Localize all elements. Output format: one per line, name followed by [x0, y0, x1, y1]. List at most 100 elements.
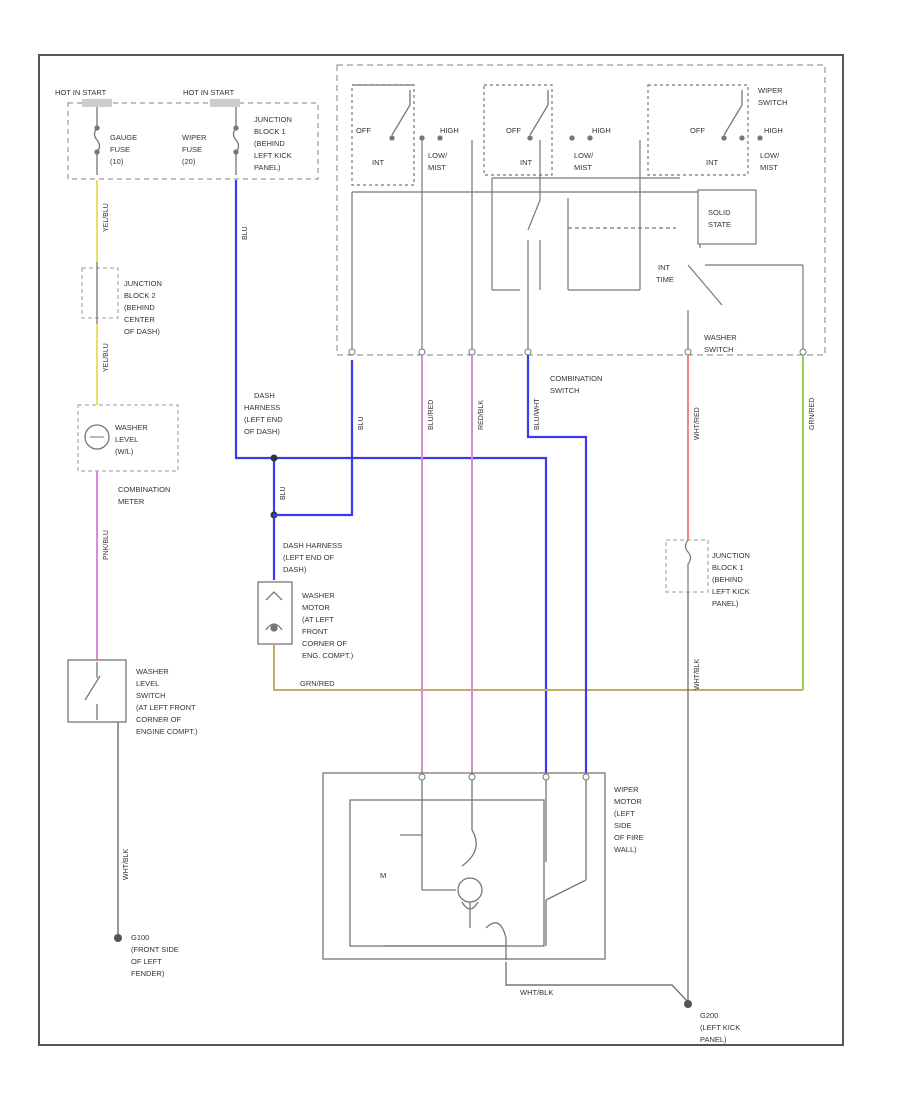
- junction-block-1-right-label-3: (BEHIND: [712, 575, 743, 584]
- int-label-2: INT: [520, 158, 533, 167]
- junction-block-1-right-label-5: PANEL): [712, 599, 739, 608]
- dash-harness-top-label-2: HARNESS: [244, 403, 280, 412]
- wire-code-blue-3: BLU: [358, 416, 365, 430]
- junction-block-1-label-3: (BEHIND: [254, 139, 285, 148]
- junction-block-2-label-5: OF DASH): [124, 327, 160, 336]
- wire-code-black-left: WHT/BLK: [123, 849, 130, 880]
- junction-block-1-label-1: JUNCTION: [254, 115, 292, 124]
- washer-level-switch-label-2: LEVEL: [136, 679, 159, 688]
- int-time-label-2: TIME: [656, 275, 674, 284]
- wire-code-pink-2: RED/BLK: [478, 400, 485, 430]
- ground-right-label-3: PANEL): [700, 1035, 727, 1044]
- gauge-fuse-symbol: [93, 107, 101, 175]
- grn-red-wire-label: GRN/RED: [300, 679, 335, 688]
- blue-wire-to-wiper-motor: [526, 355, 588, 775]
- junction-block-2-label-1: JUNCTION: [124, 279, 162, 288]
- ground-left-label-4: FENDER): [131, 969, 165, 978]
- washer-switch-label-2: SWITCH: [704, 345, 734, 354]
- washer-level-light-outline: [77, 404, 179, 472]
- ground-left-label-3: OF LEFT: [131, 957, 162, 966]
- wire-code-pink-left: PNK/BLU: [103, 530, 110, 560]
- combination-switch-label-1: COMBINATION: [550, 374, 602, 383]
- hot-in-start-left-label: HOT IN START: [55, 88, 107, 97]
- wire-code-yellow-2: YEL/BLU: [103, 343, 110, 372]
- low-mist-label-2a: LOW/: [574, 151, 594, 160]
- wiper-motor-label-4: SIDE: [614, 821, 632, 830]
- washer-level-switch-label-4: (AT LEFT FRONT: [136, 703, 196, 712]
- wiper-switch-section-2: [483, 84, 553, 176]
- dash-harness-top-label-4: OF DASH): [244, 427, 280, 436]
- wiper-motor-internal-icon: [384, 780, 587, 960]
- diagram-frame: [38, 54, 844, 1046]
- washer-motor-label-6: ENG. COMPT.): [302, 651, 354, 660]
- low-mist-label-3b: MIST: [760, 163, 778, 172]
- wiper-fuse-label-1: WIPER: [182, 133, 207, 142]
- high-label-2: HIGH: [592, 126, 611, 135]
- junction-block-1-label-4: LEFT KICK: [254, 151, 292, 160]
- washer-level-switch-label-6: ENGINE COMPT.): [136, 727, 198, 736]
- low-mist-label-1a: LOW/: [428, 151, 448, 160]
- junction-block-1-right-outline: [665, 539, 709, 593]
- wire-code-red-right: WHT/RED: [694, 407, 701, 440]
- combination-switch-label-2: SWITCH: [550, 386, 580, 395]
- wht-blk-wire-label: WHT/BLK: [520, 988, 553, 997]
- dash-harness-bottom-label-3: DASH): [283, 565, 307, 574]
- low-mist-label-2b: MIST: [574, 163, 592, 172]
- dash-harness-bottom-label-2: (LEFT END OF: [283, 553, 335, 562]
- washer-level-switch-label-1: WASHER: [136, 667, 169, 676]
- switch-contacts-3: [721, 90, 763, 141]
- fuse-box-outline: [67, 102, 319, 180]
- ground-right-label-2: (LEFT KICK: [700, 1023, 740, 1032]
- low-mist-label-3a: LOW/: [760, 151, 780, 160]
- washer-motor-box: [257, 581, 293, 645]
- off-label-1: OFF: [356, 126, 371, 135]
- int-label-3: INT: [706, 158, 719, 167]
- solid-state-box: [697, 189, 757, 245]
- combination-switch-outline: [336, 64, 826, 356]
- wiper-motor-label-2: MOTOR: [614, 797, 642, 806]
- wire-code-blue-1: BLU: [242, 226, 249, 240]
- ground-left-label-1: G100: [131, 933, 149, 942]
- junction-block-1-label-2: BLOCK 1: [254, 127, 286, 136]
- wiper-motor-label-5: OF FIRE: [614, 833, 644, 842]
- wiper-motor-label-3: (LEFT: [614, 809, 635, 818]
- gauge-fuse-label-1: GAUGE: [110, 133, 137, 142]
- wiper-switch-section-3: [647, 84, 749, 176]
- combination-meter-label-2: METER: [118, 497, 145, 506]
- switch-contacts-2: [527, 90, 593, 141]
- blue-wire-from-combination-switch-c15: [272, 360, 354, 580]
- combination-meter-label-1: COMBINATION: [118, 485, 170, 494]
- wire-code-yellow-1: YEL/BLU: [103, 203, 110, 232]
- washer-level-switch-label-5: CORNER OF: [136, 715, 181, 724]
- wire-code-blue-4: BLU/WHT: [534, 398, 541, 430]
- off-label-2: OFF: [506, 126, 521, 135]
- wiper-fuse-label-2: FUSE: [182, 145, 202, 154]
- grn-red-wire: [273, 644, 803, 691]
- solid-state-label-2: STATE: [708, 220, 731, 229]
- off-label-3: OFF: [690, 126, 705, 135]
- wiper-motor-label-1: WIPER: [614, 785, 639, 794]
- washer-level-light-label-3: (W/L): [115, 447, 134, 456]
- gauge-fuse-label-2: FUSE: [110, 145, 130, 154]
- washer-switch-label-1: WASHER: [704, 333, 737, 342]
- combination-switch-internal-wiring: [351, 140, 804, 350]
- washer-motor-label-2: MOTOR: [302, 603, 330, 612]
- junction-block-1-label-5: PANEL): [254, 163, 281, 172]
- wiper-switch-label-2: SWITCH: [758, 98, 788, 107]
- wiper-fuse-symbol: [232, 107, 240, 175]
- junction-block-1-right-label-1: JUNCTION: [712, 551, 750, 560]
- wire-code-green: GRN/RED: [809, 398, 816, 430]
- int-time-label-1: INT: [658, 263, 671, 272]
- wiper-motor-label-6: WALL): [614, 845, 637, 854]
- dash-harness-top-label-1: DASH: [254, 391, 275, 400]
- washer-level-light-label-1: WASHER: [115, 423, 148, 432]
- wire-code-black-right: WHT/BLK: [694, 659, 701, 690]
- wiper-motor-outer: [322, 772, 606, 960]
- wire-code-blue-2: BLU: [280, 486, 287, 500]
- washer-motor-label-5: CORNER OF: [302, 639, 347, 648]
- bus-bar-left: [82, 99, 112, 107]
- blue-wire-from-wiper-fuse: [234, 180, 548, 775]
- ground-right-label-1: G200: [700, 1011, 718, 1020]
- gauge-fuse-label-3: (10): [110, 157, 124, 166]
